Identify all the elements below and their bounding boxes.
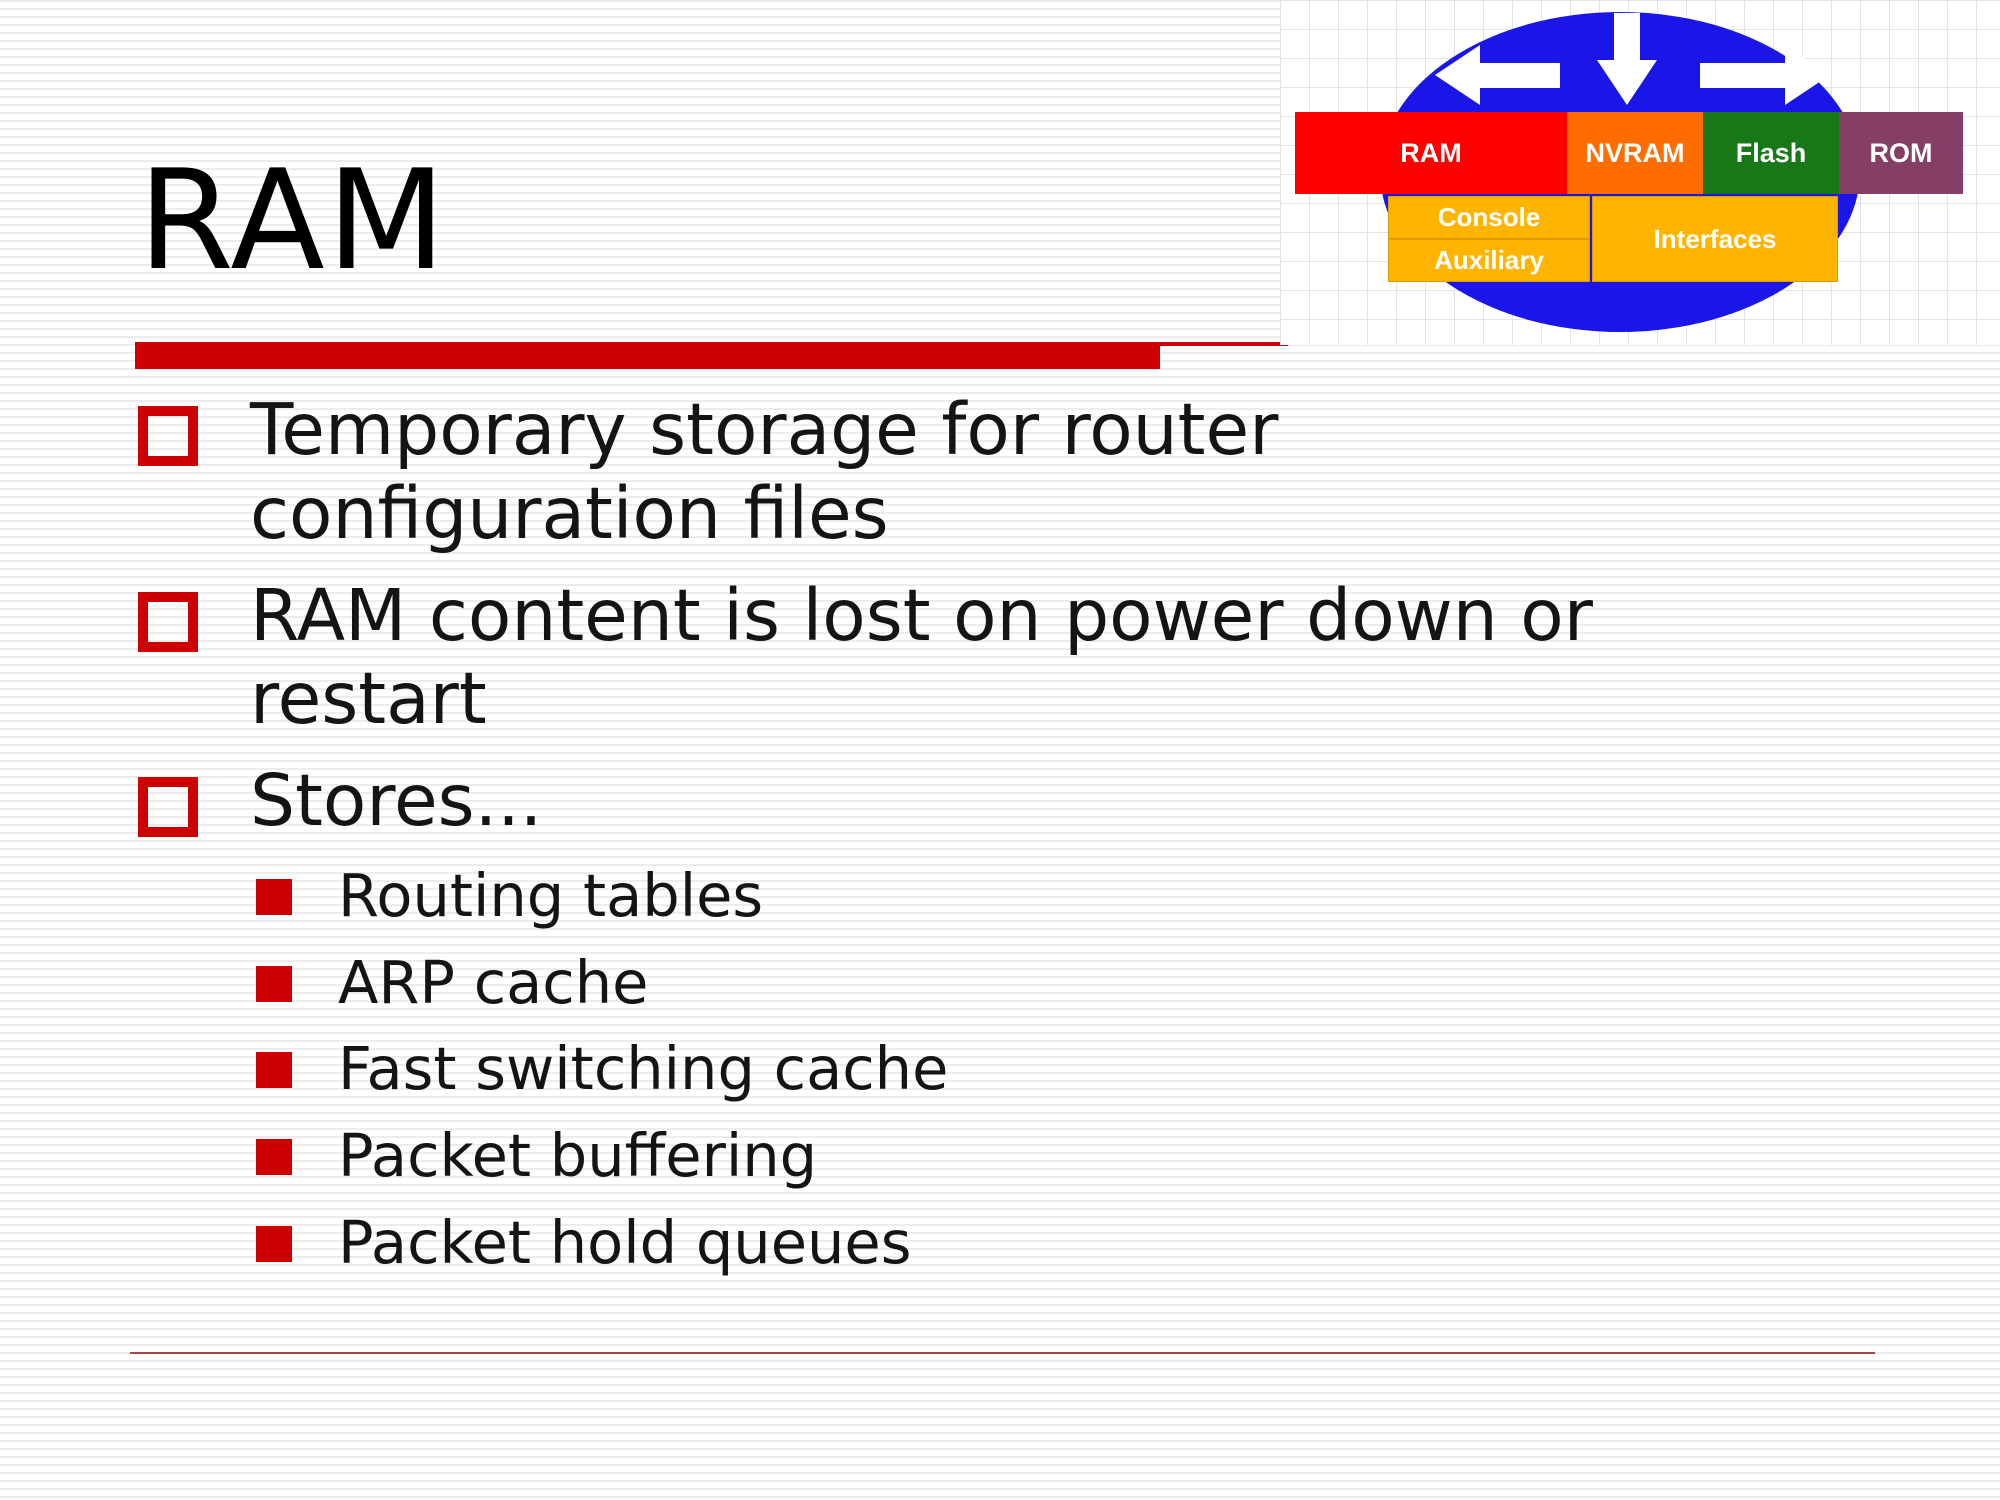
- sub-bullet-text: Packet hold queues: [338, 1208, 912, 1278]
- arrow-left-icon: [1435, 45, 1560, 105]
- port-block-interfaces: Interfaces: [1592, 196, 1838, 282]
- slide-body: Temporary storage for router configurati…: [138, 388, 1953, 1295]
- hollow-square-bullet-icon: [138, 406, 198, 466]
- bullet-text: Stores...: [250, 759, 543, 843]
- sub-bullet-item: Packet hold queues: [256, 1208, 1953, 1279]
- arrow-down-icon: [1597, 13, 1657, 105]
- memory-block-ram-label: RAM: [1400, 137, 1462, 168]
- bullet-item: Stores...: [138, 759, 1953, 843]
- sub-bullet-text: Routing tables: [338, 860, 764, 930]
- port-block-console-auxiliary: Console Auxiliary: [1388, 196, 1590, 282]
- bullet-item: Temporary storage for router configurati…: [138, 388, 1953, 556]
- hollow-square-bullet-icon: [138, 591, 198, 652]
- sub-bullet-item: Routing tables: [256, 861, 1953, 932]
- memory-block-nvram: NVRAM: [1567, 112, 1703, 194]
- console-label: Console: [1389, 197, 1589, 240]
- sub-bullet-text: Packet buffering: [338, 1121, 818, 1191]
- sub-bullet-item: Fast switching cache: [256, 1034, 1953, 1105]
- filled-square-bullet-icon: [256, 1052, 292, 1089]
- title-underline-bar: [135, 342, 1160, 369]
- slide-title: RAM: [138, 140, 448, 301]
- memory-block-rom: ROM: [1839, 112, 1963, 194]
- filled-square-bullet-icon: [256, 965, 292, 1002]
- memory-block-flash: Flash: [1703, 112, 1839, 194]
- sub-bullet-item: ARP cache: [256, 948, 1953, 1019]
- arrow-right-icon: [1700, 45, 1830, 105]
- sub-bullet-text: ARP cache: [338, 947, 649, 1017]
- footer-divider-line: [130, 1352, 1875, 1354]
- filled-square-bullet-icon: [256, 1139, 292, 1176]
- filled-square-bullet-icon: [256, 1226, 292, 1263]
- router-memory-diagram: RAM NVRAM Flash ROM Console Auxiliary In…: [1280, 0, 2000, 345]
- hollow-square-bullet-icon: [138, 777, 198, 838]
- auxiliary-label: Auxiliary: [1434, 245, 1544, 275]
- interfaces-label: Interfaces: [1653, 223, 1777, 254]
- bullet-text: Temporary storage for router configurati…: [250, 388, 1279, 555]
- memory-block-ram: RAM: [1295, 112, 1567, 194]
- title-underline-thin-extension: [1160, 342, 1288, 346]
- router-arrows: [1435, 13, 1830, 105]
- memory-block-rom-label: ROM: [1869, 137, 1933, 168]
- memory-block-nvram-label: NVRAM: [1585, 137, 1685, 168]
- bullet-text: RAM content is lost on power down or res…: [250, 573, 1593, 741]
- memory-block-flash-label: Flash: [1735, 137, 1807, 168]
- filled-square-bullet-icon: [256, 878, 292, 915]
- sub-bullet-text: Fast switching cache: [338, 1034, 949, 1104]
- sub-bullet-item: Packet buffering: [256, 1121, 1953, 1192]
- bullet-item: RAM content is lost on power down or res…: [138, 574, 1953, 742]
